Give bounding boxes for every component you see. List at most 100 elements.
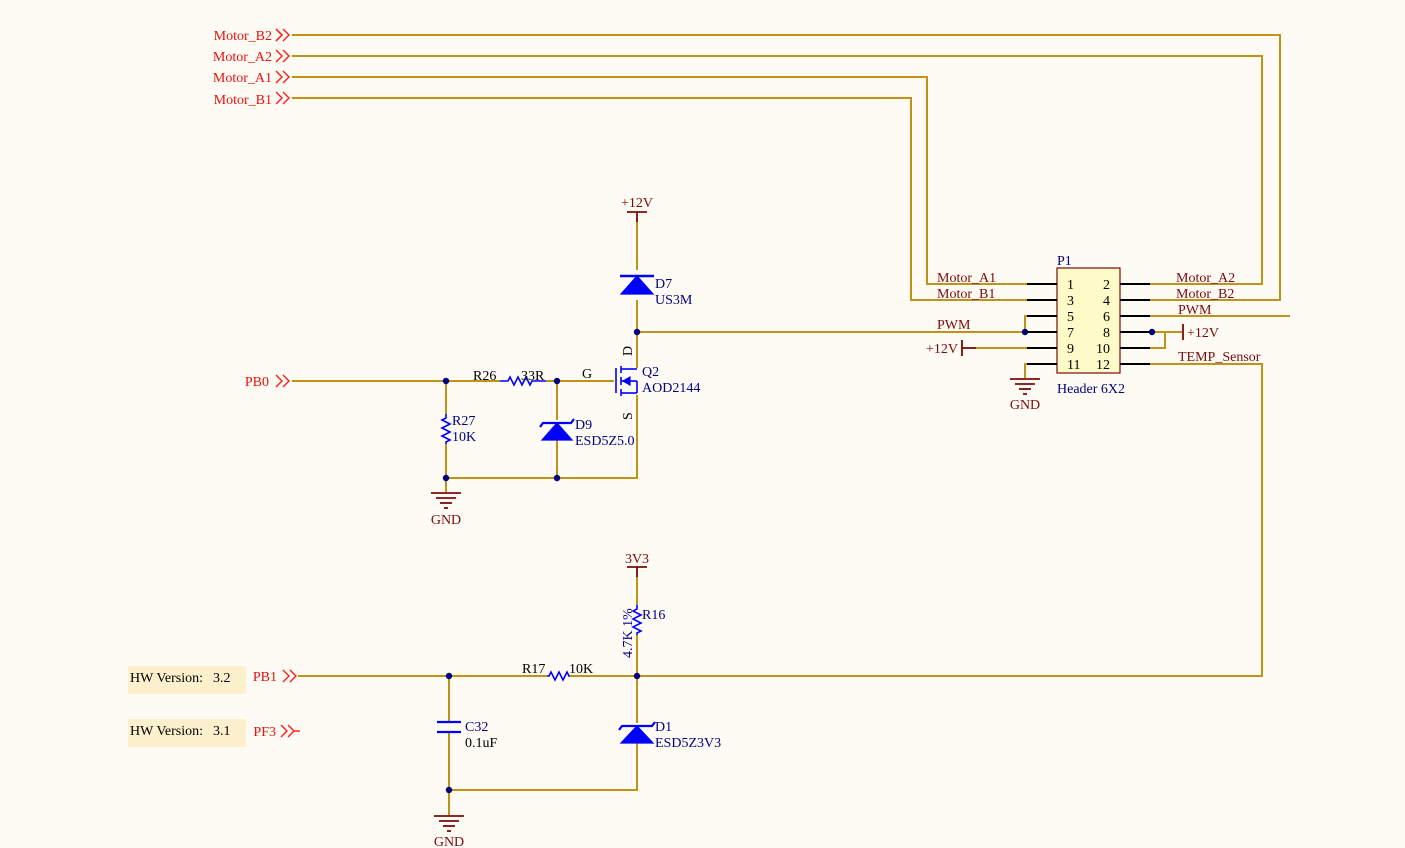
port-motor-a2-label: Motor_A2 xyxy=(213,50,272,65)
power-3v3: 3V3 xyxy=(625,552,649,577)
port-pb1[interactable]: PB1 xyxy=(253,669,297,685)
junctions xyxy=(442,328,1156,794)
header-p1-pin-number: 7 xyxy=(1067,326,1074,341)
tvs-d9[interactable]: D9 ESD5Z5.0 xyxy=(539,418,635,449)
wire-q2-gnd-bus xyxy=(446,395,638,479)
tvs-d1[interactable]: D1 ESD5Z3V3 xyxy=(618,720,721,751)
wires xyxy=(292,34,1290,815)
wire-motor-b1 xyxy=(292,97,1027,301)
power-12v-top: +12V xyxy=(621,196,653,222)
hw32-note-box xyxy=(128,666,246,694)
port-motor-a2-arrow1 xyxy=(275,49,283,63)
header-p1-body xyxy=(1056,267,1121,374)
port-motor-b1[interactable]: Motor_B1 xyxy=(214,91,290,108)
resistor-r17-body xyxy=(547,670,570,682)
port-motor-a1[interactable]: Motor_A1 xyxy=(213,70,290,86)
port-pf3[interactable]: PF3 xyxy=(253,724,300,740)
mosfet-q2-pin-g: G xyxy=(582,367,592,382)
wire-hdr-gnd xyxy=(1024,363,1027,378)
tvs-d1-bar xyxy=(618,721,656,731)
junction-12v-hdr xyxy=(1148,328,1156,336)
power-12v-hdr-left: +12V xyxy=(926,340,976,357)
header-p1-pin-number: 1 xyxy=(1067,278,1074,293)
header-p1-pin-number: 10 xyxy=(1096,342,1110,357)
hw32-note-value: 3.2 xyxy=(213,671,231,686)
net-label-motor-b1: Motor_B1 xyxy=(937,287,995,302)
power-gnd-q2: GND xyxy=(431,492,461,528)
power-gnd-hdr: GND xyxy=(1010,378,1040,413)
port-pb1-label: PB1 xyxy=(253,670,277,685)
header-p1-pin-number: 12 xyxy=(1096,358,1110,373)
header-p1[interactable]: P1 Header 6X2 1 3 5 7 9 11 2 4 6 8 10 12 xyxy=(1027,254,1150,397)
resistor-r27-ref: R27 xyxy=(452,414,475,429)
junction-drain xyxy=(633,328,641,336)
mosfet-q2[interactable]: G D S Q2 AOD2144 xyxy=(582,346,700,420)
port-pf3-arrow2 xyxy=(287,724,295,738)
hw31-note-box xyxy=(128,719,246,747)
hw32-note-label: HW Version: xyxy=(130,671,203,686)
resistor-r17[interactable]: R17 10K xyxy=(522,662,593,682)
header-p1-pin-number: 4 xyxy=(1103,294,1110,309)
resistor-r27-value: 10K xyxy=(452,430,476,445)
resistor-r26-value: 33R xyxy=(521,369,545,384)
power-12v-hdr-right: +12V xyxy=(1182,324,1219,341)
port-motor-b2[interactable]: Motor_B2 xyxy=(214,28,290,44)
port-pb0-arrow2 xyxy=(282,374,290,388)
resistor-r27[interactable]: R27 10K xyxy=(440,414,476,445)
net-label-temp-sensor: TEMP_Sensor xyxy=(1178,350,1261,365)
ports: Motor_B2 Motor_A2 Motor_A1 Motor_B1 PB0 … xyxy=(213,28,300,740)
port-pb0-arrow1 xyxy=(275,374,283,388)
capacitor-c32-ref: C32 xyxy=(465,720,488,735)
hw31-note-value: 3.1 xyxy=(213,724,231,739)
net-label-motor-b2: Motor_B2 xyxy=(1176,287,1234,302)
header-p1-pin-number: 5 xyxy=(1067,310,1074,325)
port-motor-a2-arrow2 xyxy=(282,49,290,63)
mosfet-q2-arrow xyxy=(621,375,631,387)
capacitor-c32[interactable]: C32 0.1uF xyxy=(437,720,498,751)
wire-motor-a1 xyxy=(292,76,1027,285)
resistor-r16[interactable]: R16 4.7K 1% xyxy=(621,605,665,658)
net-label-pwm-right: PWM xyxy=(1178,303,1212,318)
diode-d7-value: US3M xyxy=(655,293,693,308)
header-p1-pin-number: 2 xyxy=(1103,278,1110,293)
header-p1-pin-number: 3 xyxy=(1067,294,1074,309)
diode-d7-ref: D7 xyxy=(655,277,672,292)
resistor-r26-body xyxy=(500,375,546,387)
junction-pb1-c32 xyxy=(445,672,453,680)
port-pf3-label: PF3 xyxy=(253,725,276,740)
port-motor-b1-arrow2 xyxy=(282,91,290,105)
header-p1-pin-number: 11 xyxy=(1067,358,1080,373)
port-pb1-arrow2 xyxy=(289,669,297,683)
hw-notes: HW Version: 3.2 HW Version: 3.1 xyxy=(128,666,246,747)
net-label-motor-a1: Motor_A1 xyxy=(937,271,996,286)
power-3v3-label: 3V3 xyxy=(625,552,649,567)
port-motor-a2[interactable]: Motor_A2 xyxy=(213,49,290,65)
net-label-motor-a2: Motor_A2 xyxy=(1176,271,1235,286)
net-label-pwm-left: PWM xyxy=(937,318,971,333)
tvs-d1-ref: D1 xyxy=(655,720,672,735)
wire-pwm-pin5 xyxy=(1024,315,1027,332)
port-motor-b2-arrow1 xyxy=(275,28,283,42)
junction-pb0-r27 xyxy=(442,377,450,385)
wire-motor-a2 xyxy=(292,55,1263,285)
diode-d7[interactable]: D7 US3M xyxy=(619,274,693,308)
header-p1-value: Header 6X2 xyxy=(1057,382,1125,397)
header-p1-pin-number: 8 xyxy=(1103,326,1110,341)
header-p1-pin-number: 6 xyxy=(1103,310,1110,325)
tvs-d9-ref: D9 xyxy=(575,418,592,433)
port-motor-a1-label: Motor_A1 xyxy=(213,71,272,86)
power-gnd-c32-label: GND xyxy=(434,835,464,848)
resistor-r26[interactable]: R26 33R xyxy=(473,369,546,387)
port-pb0[interactable]: PB0 xyxy=(245,374,290,390)
wire-motor-b2 xyxy=(292,34,1281,301)
tvs-d9-value: ESD5Z5.0 xyxy=(575,434,635,449)
port-motor-a1-arrow2 xyxy=(282,70,290,84)
tvs-d9-bar xyxy=(539,418,575,428)
power-12v-hdr-right-label: +12V xyxy=(1187,326,1219,341)
resistor-r16-body xyxy=(631,605,643,635)
power-12v-top-label: +12V xyxy=(621,196,653,211)
port-pb0-label: PB0 xyxy=(245,375,269,390)
resistor-r17-value: 10K xyxy=(569,662,593,677)
junction-pwm-hdr xyxy=(1021,328,1029,336)
